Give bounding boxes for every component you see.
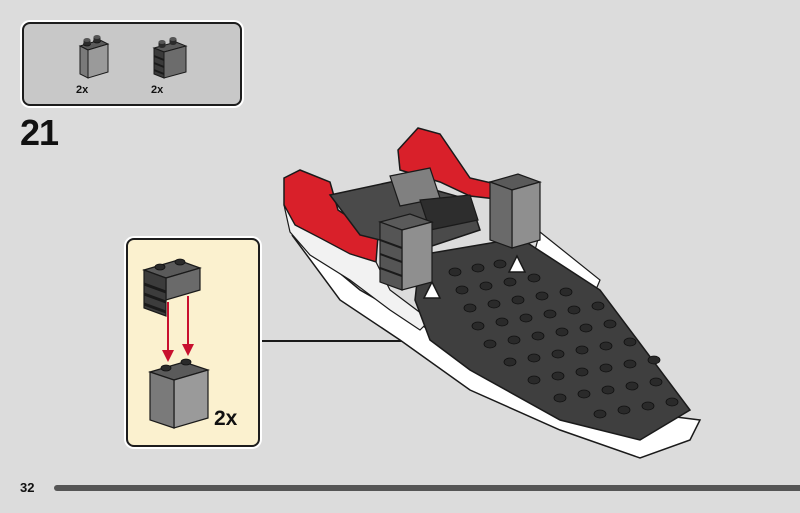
grill-brick-part-icon (152, 37, 188, 79)
placed-panel-right (488, 173, 542, 249)
panel-part-icon (78, 35, 110, 79)
page-number: 32 (20, 480, 35, 495)
page-divider-bar (54, 485, 800, 491)
placement-arrows (422, 254, 527, 299)
deck-studs (448, 259, 679, 419)
parts-item-quantity: 2x (151, 84, 164, 96)
callout-quantity: 2x (214, 407, 238, 430)
step-number: 21 (20, 112, 59, 153)
sub-assembly-illustration (142, 258, 211, 429)
parts-item-quantity: 2x (76, 84, 89, 96)
placed-panel-left (378, 213, 434, 291)
sub-assembly-callout (126, 238, 260, 447)
parts-list-box: 2x 2x (22, 22, 242, 106)
